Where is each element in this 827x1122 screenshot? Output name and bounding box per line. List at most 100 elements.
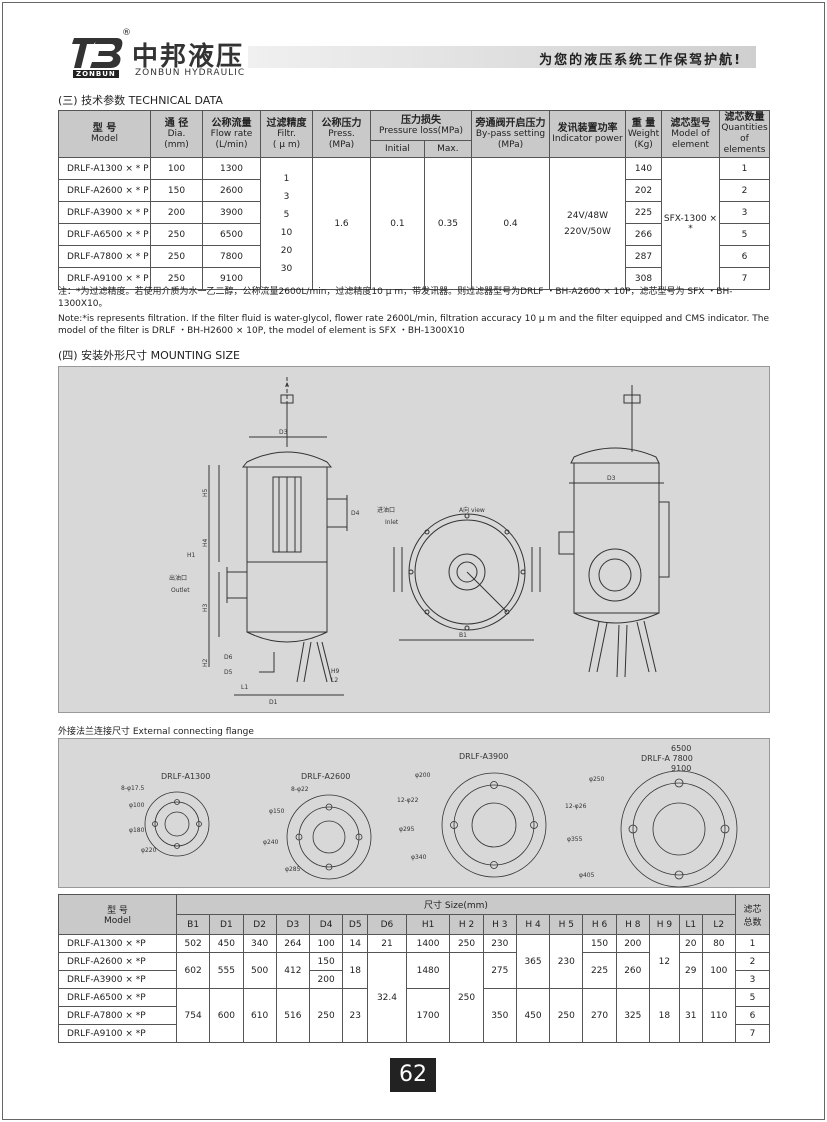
element: 滤芯 (743, 904, 762, 915)
table-cell: DRLF-A2600 × * P (58, 179, 151, 202)
table-header-cell: L2 (701, 914, 737, 935)
page-number: 62 (390, 1058, 436, 1092)
table-cell: DRLF-A1300 × *P (58, 934, 177, 953)
table-header-cell: B1 (175, 914, 211, 935)
element: ( μ m) (272, 139, 301, 150)
element: Dia. (167, 128, 186, 139)
element: (MPa) (328, 139, 355, 150)
registered-mark: ® (122, 28, 131, 38)
drawing-label: φ250 (589, 776, 605, 783)
table-cell: 18 (648, 988, 680, 1043)
flange-name: DRLF-A 7800 (641, 754, 693, 763)
table-cell: 516 (275, 988, 311, 1043)
element: 通 径 (164, 117, 189, 129)
table-cell: DRLF-A7800 × *P (58, 1006, 177, 1025)
table-cell: 1 (735, 934, 770, 953)
drawing-label: φ100 (129, 802, 145, 809)
element: 型 号 (107, 906, 128, 916)
element: 20 (280, 245, 293, 256)
table-cell: 14 (342, 934, 369, 953)
drawing-label: φ200 (415, 772, 431, 779)
element: 型 号 (92, 123, 117, 134)
drawing-label: L2 (331, 677, 338, 684)
label-a-view: A向 view (459, 506, 485, 514)
label-outlet-cn: 出油口 (169, 574, 187, 582)
table-header-cell: D4 (308, 914, 344, 935)
table-cell: 200 (308, 970, 344, 989)
table-header-cell: H 8 (615, 914, 650, 935)
drawing-label: D5 (224, 669, 233, 676)
drawing-label: φ150 (269, 808, 285, 815)
drawing-label: 6500 (671, 744, 691, 753)
table-cell: 0.1 (370, 157, 425, 290)
table-cell: 6500 (202, 223, 261, 246)
table-cell: 100 (701, 952, 737, 989)
table-header-cell: H 6 (582, 914, 617, 935)
flange-section-title: 外接法兰连接尺寸 External connecting flange (58, 727, 254, 737)
drawing-label: H4 (202, 538, 209, 547)
flange-name: DRLF-A2600 (301, 772, 350, 781)
element: Filtr. (277, 128, 296, 139)
table-cell: 275 (482, 952, 517, 989)
table-cell: 1.6 (312, 157, 371, 290)
drawing-label: D1 (269, 699, 278, 706)
table-cell: 450 (209, 934, 244, 953)
table-header-cell: H 2 (449, 914, 484, 935)
element: 总数 (743, 917, 762, 928)
note-en: Note:*is represents filtration. If the f… (58, 314, 770, 336)
flange-drawing-panel: DRLF-A1300 8-φ17.5 φ100 φ180 φ220 DRLF-A… (58, 738, 770, 888)
table-cell: 6 (719, 245, 770, 268)
table-cell: 20 (678, 934, 703, 953)
element: (Kg) (634, 139, 653, 150)
label-outlet-en: Outlet (171, 587, 190, 594)
table-cell: 610 (242, 988, 277, 1043)
table-cell: 23 (342, 988, 369, 1043)
table-cell: 225 (582, 952, 617, 989)
logo-small-text: ZONBUN (73, 70, 119, 78)
table-cell: 110 (701, 988, 737, 1043)
table-cell: 230 (549, 934, 584, 989)
table-cell: 350 (482, 988, 517, 1043)
drawing-label: 9100 (671, 764, 691, 773)
note-cn: 注：*为过滤精度。若使用介质为水一乙二醇，公称流量2600L/min，过滤精度1… (58, 287, 733, 309)
tech-section-title: (三) 技术参数 TECHNICAL DATA (58, 94, 223, 107)
table-header-cell: D3 (275, 914, 311, 935)
table-cell: 3 (719, 201, 770, 224)
table-cell: 412 (275, 952, 311, 989)
table-cell: 0.4 (471, 157, 550, 290)
th-size-title: 尺寸 Size(mm) (176, 894, 736, 915)
element: 压力损失 (401, 114, 441, 126)
table-cell: 0.35 (423, 157, 473, 290)
element: 过滤精度 (266, 117, 307, 129)
drawing-label: 8-φ17.5 (121, 785, 144, 792)
table-cell: 1300 (202, 157, 261, 180)
table-header-cell: D2 (242, 914, 277, 935)
table-cell: DRLF-A6500 × *P (58, 988, 177, 1007)
table-cell: 7 (719, 267, 770, 290)
table-cell: 9100 (202, 267, 261, 290)
table-cell: 450 (515, 988, 551, 1043)
table-cell: 31 (678, 988, 703, 1043)
table-cell: 754 (175, 988, 211, 1043)
element: 公称压力 (321, 117, 362, 129)
drawing-label: H9 (331, 668, 340, 675)
table-cell: 260 (615, 952, 650, 989)
table-cell: 21 (367, 934, 407, 953)
drawing-label: φ295 (399, 826, 415, 833)
table-cell: 7 (735, 1024, 770, 1043)
table-cell: 340 (242, 934, 277, 953)
label-a: A (285, 382, 290, 389)
label-inlet-cn: 进油口 (377, 506, 395, 514)
drawing-label: 12-φ22 (397, 797, 419, 804)
table-cell: 225 (625, 201, 662, 224)
element: 旁通阀开启压力 (475, 117, 546, 129)
element: 发讯装置功率 (557, 123, 618, 134)
